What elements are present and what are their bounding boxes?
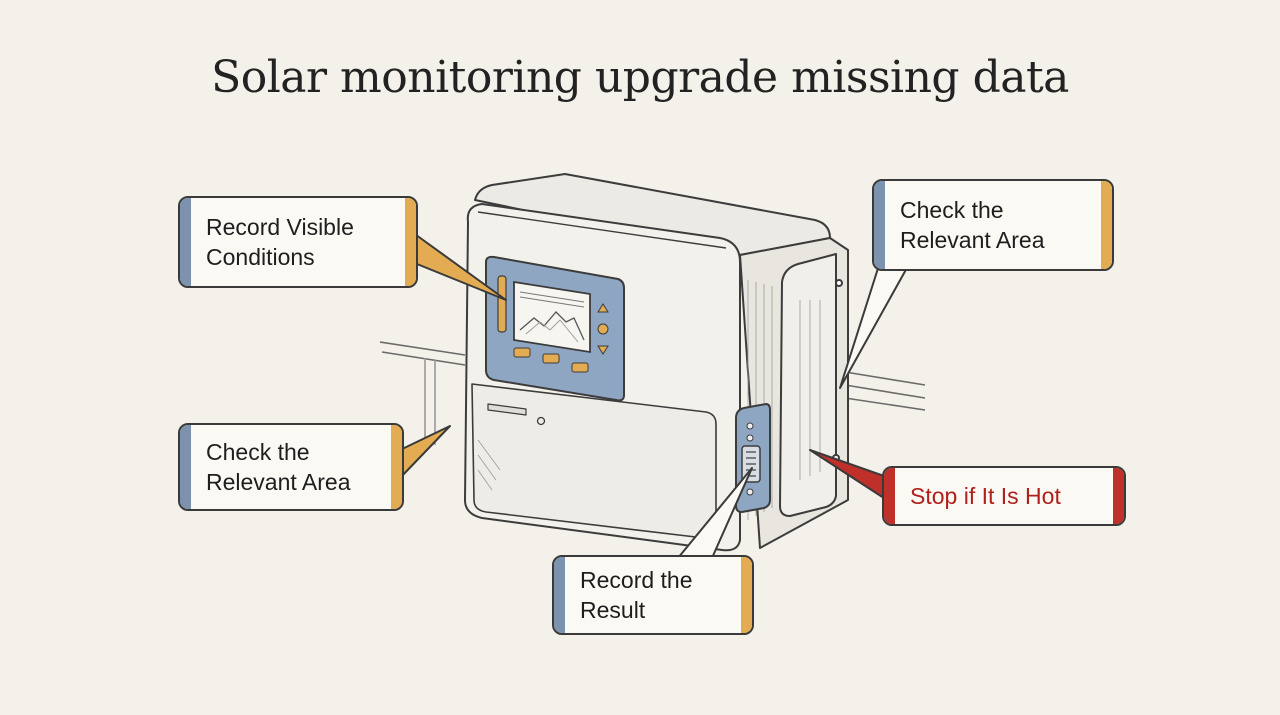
- callout-label: Stop if It Is Hot: [910, 483, 1061, 509]
- callout-record-conditions: Record Visible Conditions: [178, 196, 418, 288]
- page-title: Solar monitoring upgrade missing data: [211, 52, 1069, 103]
- display-panel: [485, 255, 625, 402]
- callout-label: Record Visible Conditions: [206, 214, 354, 270]
- callout-accent-right: [391, 425, 402, 509]
- callout-accent-right: [1113, 468, 1124, 524]
- callout-accent-left: [554, 557, 565, 633]
- callout-check-area-top: Check the Relevant Area: [872, 179, 1114, 271]
- shading: [477, 280, 821, 520]
- callout-record-result: Record the Result: [552, 555, 754, 635]
- callout-check-area-left: Check the Relevant Area: [178, 423, 404, 511]
- callout-accent-left: [180, 425, 191, 509]
- callout-label: Check the Relevant Area: [206, 439, 351, 495]
- callout-stop-hot: Stop if It Is Hot: [882, 466, 1126, 526]
- callout-accent-left: [874, 181, 885, 269]
- callout-accent-left: [180, 198, 191, 286]
- pointer-check-area-top: [839, 261, 909, 389]
- callout-accent-right: [1101, 181, 1112, 269]
- connector-port: [735, 402, 771, 514]
- mounting-rail: [379, 341, 926, 445]
- callout-accent-left: [884, 468, 895, 524]
- callout-accent-right: [405, 198, 416, 286]
- callout-label: Check the Relevant Area: [900, 197, 1045, 253]
- callout-accent-right: [741, 557, 752, 633]
- callout-label: Record the Result: [580, 567, 693, 623]
